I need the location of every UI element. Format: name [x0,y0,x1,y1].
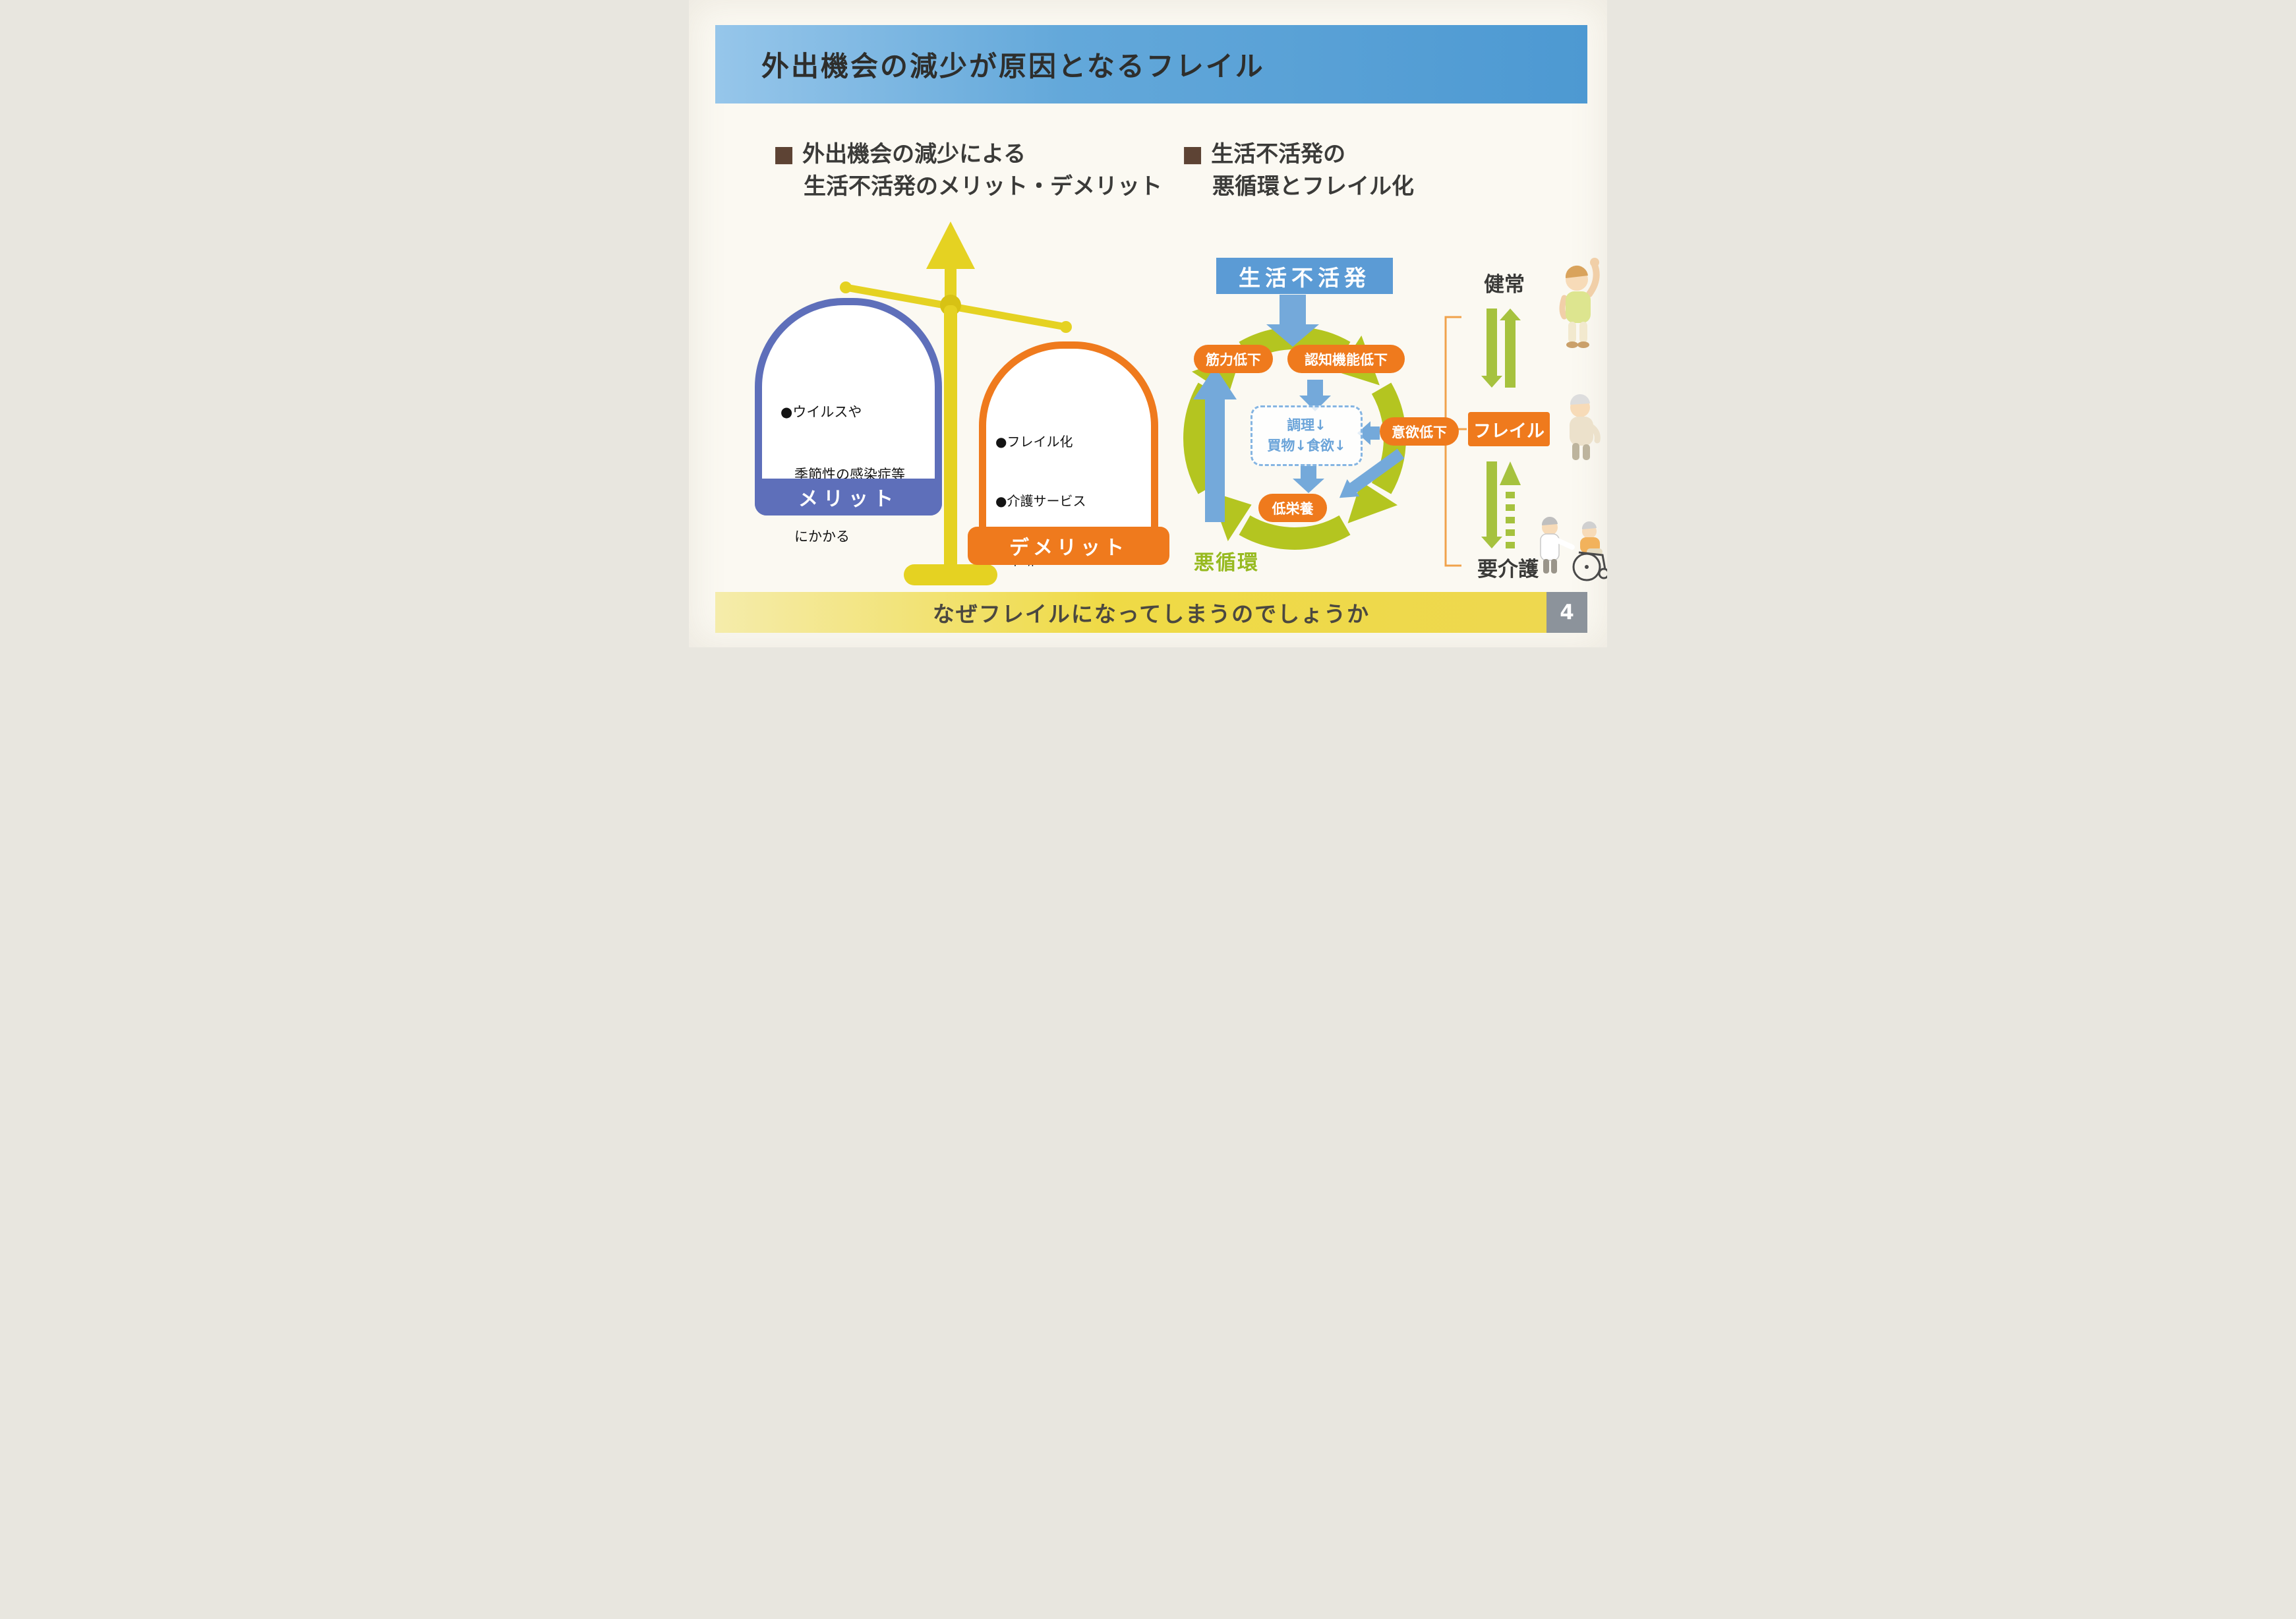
center-line1: 調理↓ [1287,417,1326,433]
demerit-line: ●フレイル化 [995,434,1073,450]
slide-page: 外出機会の減少が原因となるフレイル ■外出機会の減少による 生活不活発のメリット… [689,0,1607,647]
arrow-cognitive-to-center-icon [1299,380,1331,411]
heading-left-line1: 外出機会の減少による [802,141,1026,167]
node-motivation-decline: 意欲低下 [1380,417,1459,446]
demerit-line: ●介護サービス [995,493,1086,509]
square-bullet-icon: ■ [1182,141,1204,167]
balance-scale-illustration [840,221,1072,585]
merit-label: メリット [755,479,942,515]
arrow-banner-to-cycle-icon [1266,295,1319,347]
scale-arrow-icon [926,221,975,269]
page-title: 外出機会の減少が原因となるフレイル [761,50,1265,82]
node-muscle-decline: 筋力低下 [1194,345,1273,373]
merit-pan: ●ウイルスや 季節性の感染症等 にかかる リスクの減少 メリット [755,298,942,607]
person-elderly-illustration [1570,394,1601,460]
arrow-up-left-icon [1193,367,1237,522]
footer-banner: なぜフレイルになってしまうのでしょうか [715,592,1587,633]
scale-base [904,564,997,585]
vicious-cycle-label: 悪循環 [1194,551,1259,575]
flow-arrows [1193,295,1405,522]
inactivity-banner: 生活不活発 [1216,258,1393,294]
page-number: 4 [1546,592,1587,633]
arrow-healthy-up-icon [1500,309,1521,388]
arrow-motivation-to-center-icon [1357,421,1380,445]
heading-right-line2: 悪循環とフレイル化 [1212,173,1414,200]
person-exercising-illustration [1559,258,1600,348]
merit-line: にかかる [780,529,850,545]
arrow-motivation-to-nutrition-icon [1339,448,1405,498]
state-transition-arrows [1481,309,1521,548]
footer-question: なぜフレイルになってしまうのでしょうか [932,601,1370,627]
heading-right: ■ 生活不活発の 悪循環とフレイル化 [1182,138,1414,204]
heading-left: ■ 外出機会の減少による 生活不活発のメリット・デメリット [773,138,1162,204]
merit-line: ●ウイルスや [780,404,862,420]
arrow-healthy-down-icon [1481,309,1502,388]
arrow-center-to-nutrition-icon [1293,464,1324,493]
node-malnutrition: 低栄養 [1258,494,1327,522]
demerit-pan: ●フレイル化 ●介護サービス 中断 →認知症・ 要介護の進行 デメリット [968,341,1169,628]
demerit-label: デメリット [968,527,1169,565]
doctor-wheelchair-illustration [1540,516,1607,581]
state-care-label: 要介護 [1477,558,1539,581]
state-healthy-label: 健常 [1484,273,1525,297]
state-frail-box: フレイル [1468,412,1550,446]
heading-left-line2: 生活不活発のメリット・デメリット [804,173,1162,200]
center-line2: 買物↓食欲↓ [1267,438,1346,454]
heading-right-line1: 生活不活発の [1211,141,1346,167]
header-banner: 外出機会の減少が原因となるフレイル [715,25,1587,103]
node-cognitive-decline: 認知機能低下 [1287,345,1405,373]
square-bullet-icon: ■ [773,141,795,167]
arrow-frail-down-icon [1481,461,1502,548]
cycle-center-box: 調理↓ 買物↓食欲↓ [1251,405,1363,466]
